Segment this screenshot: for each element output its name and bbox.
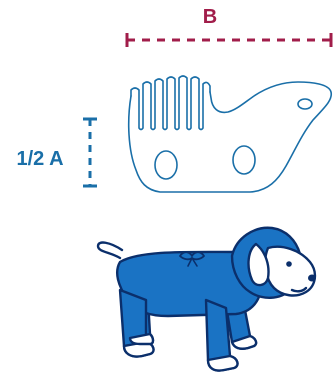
- dog-face: [263, 245, 317, 297]
- pattern-leg-tabs: [130, 75, 211, 131]
- dog-rear-far-paw: [128, 332, 155, 346]
- width-dimension-label: B: [203, 6, 217, 28]
- suit-tie-bow: [179, 251, 205, 261]
- dog-tail: [96, 241, 124, 260]
- dog-eye: [286, 261, 292, 267]
- pattern-rear-leg-hole: [232, 145, 256, 175]
- height-dimension: 1/2 A: [16, 117, 97, 188]
- garment-pattern-outline-icon: [127, 75, 333, 193]
- height-dimension-label: 1/2 A: [16, 148, 63, 170]
- pattern-body-outline: [127, 81, 333, 193]
- suit-tie-strings: [187, 257, 198, 267]
- dog-nose: [308, 274, 316, 282]
- pattern-neck-hole: [297, 98, 313, 110]
- dog-mouth: [290, 286, 308, 293]
- dog-ear: [247, 242, 270, 287]
- width-dimension: B: [125, 6, 333, 47]
- dog-front-far-paw: [230, 334, 258, 350]
- pattern-front-leg-hole: [154, 150, 178, 180]
- dog-wearing-suit-icon: [96, 226, 317, 372]
- dog-front-paw: [206, 354, 239, 372]
